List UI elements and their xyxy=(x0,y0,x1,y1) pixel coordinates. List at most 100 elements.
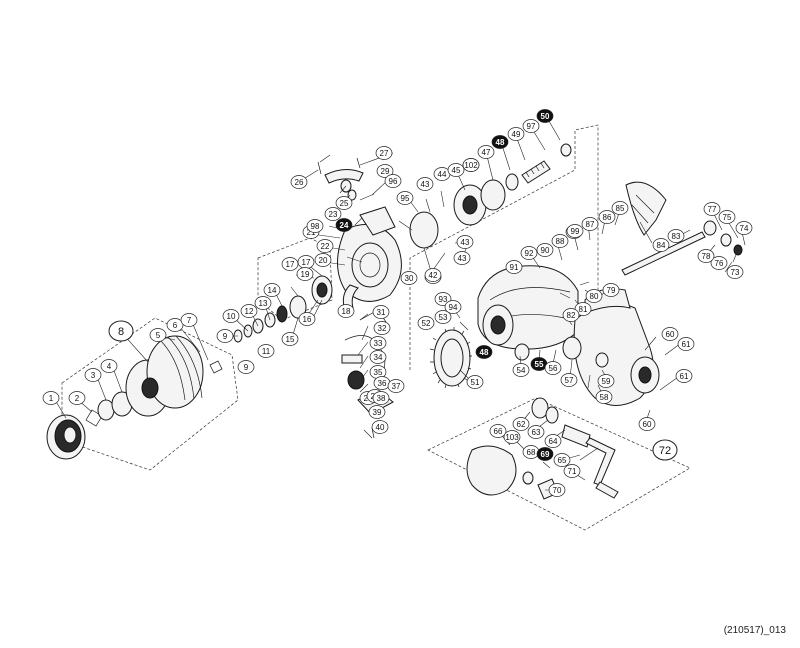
callout-30: 30 xyxy=(400,271,418,285)
callout-label: 61 xyxy=(682,340,691,349)
callout-bubble xyxy=(597,374,615,388)
spool-part xyxy=(125,335,204,417)
callout-label: 19 xyxy=(301,270,310,279)
callout-60: 60 xyxy=(638,417,656,431)
callout-bubble xyxy=(544,434,562,448)
callout-91: 91 xyxy=(505,260,523,274)
callout-label: 12 xyxy=(245,307,254,316)
callout-61: 61 xyxy=(675,369,693,383)
callout-bubble xyxy=(667,229,685,243)
callout-53: 53 xyxy=(434,310,452,324)
callout-56: 56 xyxy=(544,361,562,375)
callout-label: 51 xyxy=(471,378,480,387)
callout-96: 96 xyxy=(384,174,402,188)
callout-88: 88 xyxy=(551,234,569,248)
callout-bubble xyxy=(371,420,389,434)
callout-label: 73 xyxy=(731,268,740,277)
callout-bubble xyxy=(560,373,578,387)
callout-bubble xyxy=(595,390,613,404)
callout-label: 69 xyxy=(541,450,550,459)
callout-bubble xyxy=(376,164,394,178)
callout-label: 70 xyxy=(553,486,562,495)
callout-label: 17 xyxy=(286,260,295,269)
callout-label: 55 xyxy=(535,360,544,369)
callout-bubble xyxy=(372,305,390,319)
callout-68: 68 xyxy=(522,445,540,459)
callout-22: 22 xyxy=(316,239,334,253)
callout-84: 84 xyxy=(652,238,670,252)
handle-assembly-part xyxy=(466,397,619,500)
callout-label: 63 xyxy=(532,428,541,437)
callout-label: 71 xyxy=(568,467,577,476)
callout-bubble xyxy=(384,174,402,188)
callout-bubble xyxy=(337,304,355,318)
callout-bubble xyxy=(475,345,493,359)
callout-bubble xyxy=(42,391,60,405)
callout-bubble xyxy=(296,267,314,281)
callout-17: 17 xyxy=(281,257,299,271)
callout-bubble xyxy=(466,375,484,389)
callout-label: 40 xyxy=(376,423,385,432)
callout-64: 64 xyxy=(544,434,562,448)
callout-label: 14 xyxy=(268,286,277,295)
callout-59: 59 xyxy=(597,374,615,388)
callout-label: 98 xyxy=(311,222,320,231)
callout-bubble xyxy=(548,483,566,497)
callout-label: 13 xyxy=(259,299,268,308)
callout-5: 5 xyxy=(149,328,167,342)
callout-bubble xyxy=(447,163,465,177)
callout-label: 36 xyxy=(378,379,387,388)
callout-58: 58 xyxy=(595,390,613,404)
callout-76: 76 xyxy=(710,256,728,270)
callout-63: 63 xyxy=(527,425,545,439)
callout-40: 40 xyxy=(371,420,389,434)
callout-bubble xyxy=(373,321,391,335)
callout-20: 20 xyxy=(314,253,332,267)
callout-label: 91 xyxy=(510,263,519,272)
callout-bubble xyxy=(527,425,545,439)
callout-16: 16 xyxy=(298,312,316,326)
callout-label: 64 xyxy=(549,437,558,446)
group-outline-body xyxy=(409,124,599,370)
callout-label: 15 xyxy=(286,335,295,344)
callout-label: 87 xyxy=(586,220,595,229)
callout-label: 75 xyxy=(723,213,732,222)
callout-bubble xyxy=(477,145,495,159)
reel-body-part xyxy=(477,265,579,361)
callout-bubble xyxy=(726,265,744,279)
callout-label: 61 xyxy=(680,372,689,381)
callout-12: 12 xyxy=(240,304,258,318)
callout-label: 4 xyxy=(107,362,112,371)
callout-bubble xyxy=(536,447,554,461)
callout-bubble xyxy=(369,350,387,364)
callout-94: 94 xyxy=(444,300,462,314)
callout-bubble xyxy=(710,256,728,270)
callout-label: 27 xyxy=(380,149,389,158)
callout-9: 9 xyxy=(237,360,255,374)
callout-bubble xyxy=(417,316,435,330)
callout-label: 50 xyxy=(541,112,550,121)
callout-bubble xyxy=(553,453,571,467)
callout-label: 78 xyxy=(702,252,711,261)
callout-bubble xyxy=(703,202,721,216)
callout-bubble xyxy=(316,239,334,253)
callout-bubble xyxy=(551,234,569,248)
pinion-gear-part xyxy=(409,143,572,249)
callout-bubble xyxy=(306,219,324,233)
callout-label: 38 xyxy=(377,394,386,403)
callout-bubble xyxy=(585,289,603,303)
callout-80: 80 xyxy=(585,289,603,303)
callout-95: 95 xyxy=(396,191,414,205)
callout-77: 77 xyxy=(703,202,721,216)
callout-bubble xyxy=(375,146,393,160)
callout-label: 97 xyxy=(527,122,536,131)
callout-bubble xyxy=(254,296,272,310)
callout-bubble xyxy=(240,304,258,318)
callout-97: 97 xyxy=(522,119,540,133)
callout-bubble xyxy=(387,379,405,393)
callout-1: 1 xyxy=(42,391,60,405)
callout-label: 47 xyxy=(482,148,491,157)
callout-bubble xyxy=(505,260,523,274)
